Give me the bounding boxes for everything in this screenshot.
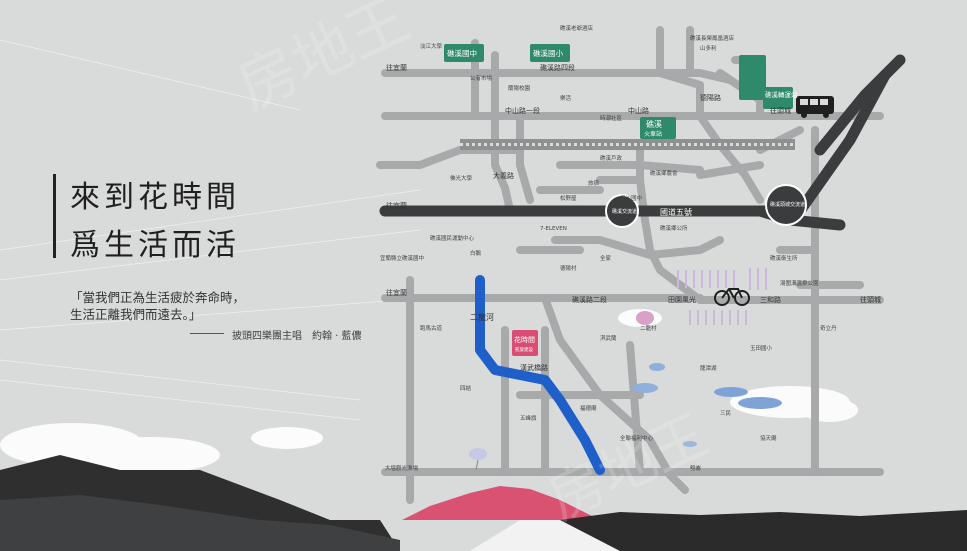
label-jiaoxi-elementary: 礁溪國小 — [533, 48, 563, 58]
attribution-dash — [190, 333, 224, 334]
label-to-yilan-left: 往宜蘭 — [386, 201, 407, 210]
poi-label: 白鵝 — [470, 249, 482, 257]
bus-icon — [796, 96, 834, 118]
poi-label: 松野屋 — [560, 194, 577, 202]
label-to-toucheng-right: 往頭城 — [860, 295, 881, 304]
label-sanhe-road: 三和路 — [760, 295, 781, 304]
label-project-sub: 凱旋建設 — [515, 346, 533, 353]
poi-label: 礁溪衛生所 — [770, 254, 798, 262]
label-to-yilan-mid: 往宜蘭 — [386, 288, 407, 297]
background-lines — [0, 39, 421, 421]
poi-label: 德陽村 — [560, 264, 577, 272]
poi-label: 四結 — [460, 384, 472, 392]
watermark: 房地王 — [227, 0, 420, 124]
poi-label: 礁溪長榮鳳凰酒店 — [690, 34, 735, 42]
label-to-yilan-top: 往宜蘭 — [386, 63, 407, 72]
headline-line-2: 爲生活而活 — [70, 228, 240, 263]
poi-label: 旅宿 — [588, 179, 600, 187]
label-jiaoxi-road-sec4: 礁溪路四段 — [540, 63, 575, 72]
poi-label: 大塭觀光漁場 — [385, 464, 419, 472]
poi-label: 7-ELEVEN — [540, 226, 567, 232]
green-labels — [444, 44, 793, 139]
project-marker — [512, 330, 538, 356]
poi-label: 樂活 — [560, 94, 572, 102]
quote-attribution: 披頭四樂團主唱 約翰 · 藍儂 — [232, 331, 362, 342]
poi-label: 五峰旗 — [520, 414, 537, 422]
poi-label: 跑馬古道 — [420, 324, 443, 332]
poi-label: 全家 — [600, 254, 612, 262]
egret-decoration — [469, 448, 487, 471]
poi-label: 礁溪戶政 — [600, 154, 623, 162]
poi-label: 奇立丹 — [820, 324, 837, 332]
fish-decorations — [632, 311, 782, 447]
mountains — [0, 455, 967, 551]
poi-label: 蘭陽校園 — [508, 84, 531, 92]
poi-label: 福德廟 — [580, 404, 597, 412]
poi-label: 公有市場 — [470, 74, 493, 82]
poi-label: 礁溪國民運動中心 — [430, 234, 475, 242]
field-stripes — [677, 268, 767, 325]
poi-label: 協天廟 — [760, 434, 777, 442]
poi-label: 三民 — [720, 410, 732, 417]
headline-bar — [53, 174, 56, 258]
poi-label: 龍潭湖 — [700, 364, 717, 372]
headline-line-1: 來到花時間 — [70, 180, 240, 215]
label-jiaoxi-station-sub: 火車站 — [644, 130, 662, 138]
poi-label: 礁溪老爺酒店 — [560, 24, 594, 32]
label-to-toucheng: 往頭城 — [770, 106, 791, 115]
label-hanwu-road: 漢武橋路 — [520, 363, 548, 372]
quote-line-1: 「當我們正為生活疲於奔命時， — [70, 290, 246, 305]
label-tianyuan: 田園風光 — [668, 295, 696, 304]
railway — [460, 139, 795, 150]
poi-label: 二龍村 — [640, 324, 657, 332]
label-jiaoxi-interchange: 礁溪交流道 — [612, 208, 637, 215]
quote-line-2: 生活正離我們而遠去。」 — [70, 307, 202, 322]
label-jiaoxi-bus-station: 礁溪轉運站 — [765, 90, 798, 99]
label-jiaoxi-station: 礁溪 — [646, 119, 662, 129]
bicycle-icon — [714, 288, 750, 306]
poi-label: 匏崙 — [690, 464, 702, 472]
label-erlong-river: 二龍河 — [470, 312, 494, 322]
poi-label: 吳沙國中 — [620, 194, 642, 202]
toucheng-interchange-marker — [765, 184, 807, 226]
label-project-name: 花時間 — [514, 335, 535, 344]
poi-label: 礁溪鄉農會 — [650, 169, 678, 177]
label-deyang-road: 德陽路 — [700, 93, 721, 102]
poi-label: 佛光大學 — [450, 174, 473, 182]
jiaoxi-interchange-marker — [605, 194, 639, 228]
poi-label: 山多利 — [700, 44, 717, 52]
poi-label: 礁溪鄉公所 — [660, 224, 688, 232]
poi-label: 全聯福利中心 — [620, 434, 654, 442]
label-zhongshan-road: 中山路 — [628, 106, 649, 115]
label-toucheng-interchange: 礁溪頭城交流道 — [770, 201, 805, 208]
label-yucai-road-sec2: 礁溪路二段 — [572, 295, 607, 304]
label-freeway-5: 國道五號 — [660, 207, 692, 217]
label-zhongshan-road-sec1: 中山路一段 — [505, 106, 540, 115]
poi-label: 玉田國小 — [750, 344, 773, 352]
map-labels: 往宜蘭 礁溪路四段 中山路一段 中山路 往頭城 國道五號 往宜蘭 往宜蘭 礁溪路… — [386, 63, 881, 372]
label-dayi-road: 大義路 — [493, 171, 514, 180]
green-label-text: 礁溪國中 礁溪國小 礁溪轉運站 礁溪 火車站 礁溪交流道 礁溪頭城交流道 花時間… — [447, 48, 805, 353]
poi-label: 時潮社區 — [600, 114, 623, 122]
poi-label: 淡江大學 — [420, 42, 443, 50]
erlong-river — [475, 275, 605, 475]
label-jiaoxi-junior-high: 礁溪國中 — [447, 48, 477, 58]
poi-label: 湯圍溝溫泉公園 — [780, 279, 819, 287]
interchanges — [605, 184, 807, 228]
poi-label: 淇武蘭 — [600, 334, 617, 342]
poi-label: 宜蘭縣立礁溪國中 — [380, 254, 424, 262]
